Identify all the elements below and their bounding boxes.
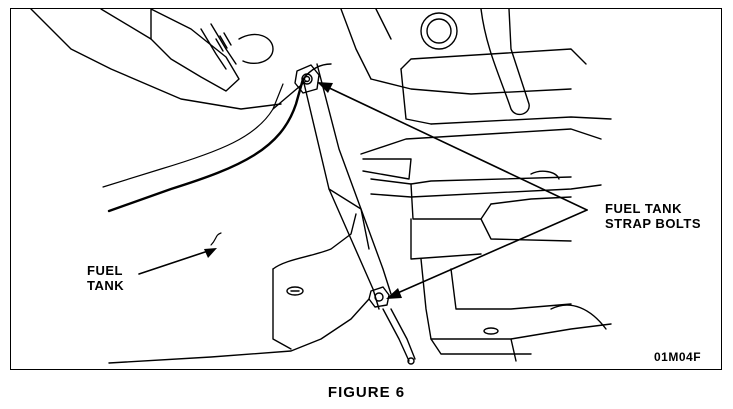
upper-component [30,9,282,110]
figure-code: 01M04F [654,350,702,364]
diagram-frame: FUEL TANK FUEL TANK STRAP BOLTS 01M04F [10,8,722,370]
fuel-tank-label: FUEL TANK [87,263,124,293]
tank-body [108,213,370,364]
strap-rail [302,63,416,365]
fuel-tank-label-line1: FUEL [87,263,123,278]
chassis-structures [340,9,612,362]
leader-arrows [138,84,588,296]
upper-strap-bolt [294,64,320,94]
lower-strap-bolt [368,286,390,308]
fuel-tank-label-line2: TANK [87,278,125,293]
strap-bolts-label-line1: FUEL TANK [605,201,682,216]
vehicle-underbody-illustration [30,9,612,365]
arrowheads [204,82,402,299]
strap-bolts-label: FUEL TANK STRAP BOLTS [605,201,701,231]
strap-bolts-label-line2: STRAP BOLTS [605,216,702,231]
figure-caption: FIGURE 6 [327,384,406,401]
